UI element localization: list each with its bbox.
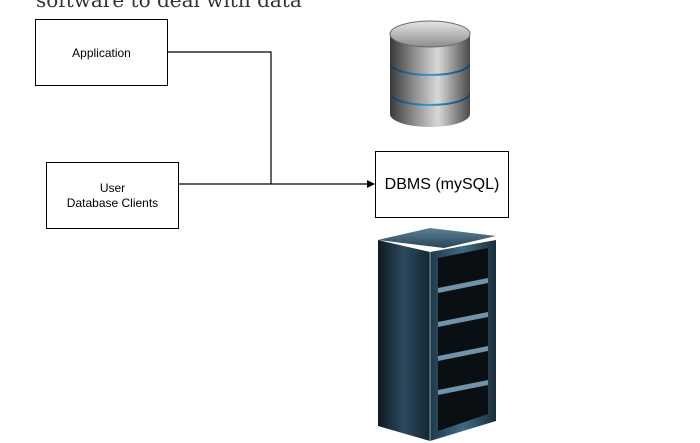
database-cylinder-icon xyxy=(389,20,471,127)
user-label: User xyxy=(99,180,126,195)
user-database-clients-node: User Database Clients xyxy=(46,162,179,229)
application-node: Application xyxy=(35,19,168,86)
dbms-node: DBMS (mySQL) xyxy=(375,151,509,218)
edge-application-to-dbms xyxy=(168,51,272,184)
heading-text: software to deal with data xyxy=(36,0,302,12)
dbms-label: DBMS (mySQL) xyxy=(384,175,500,193)
application-label: Application xyxy=(72,45,131,60)
server-rack-icon xyxy=(378,228,496,441)
database-clients-label: Database Clients xyxy=(66,195,159,210)
